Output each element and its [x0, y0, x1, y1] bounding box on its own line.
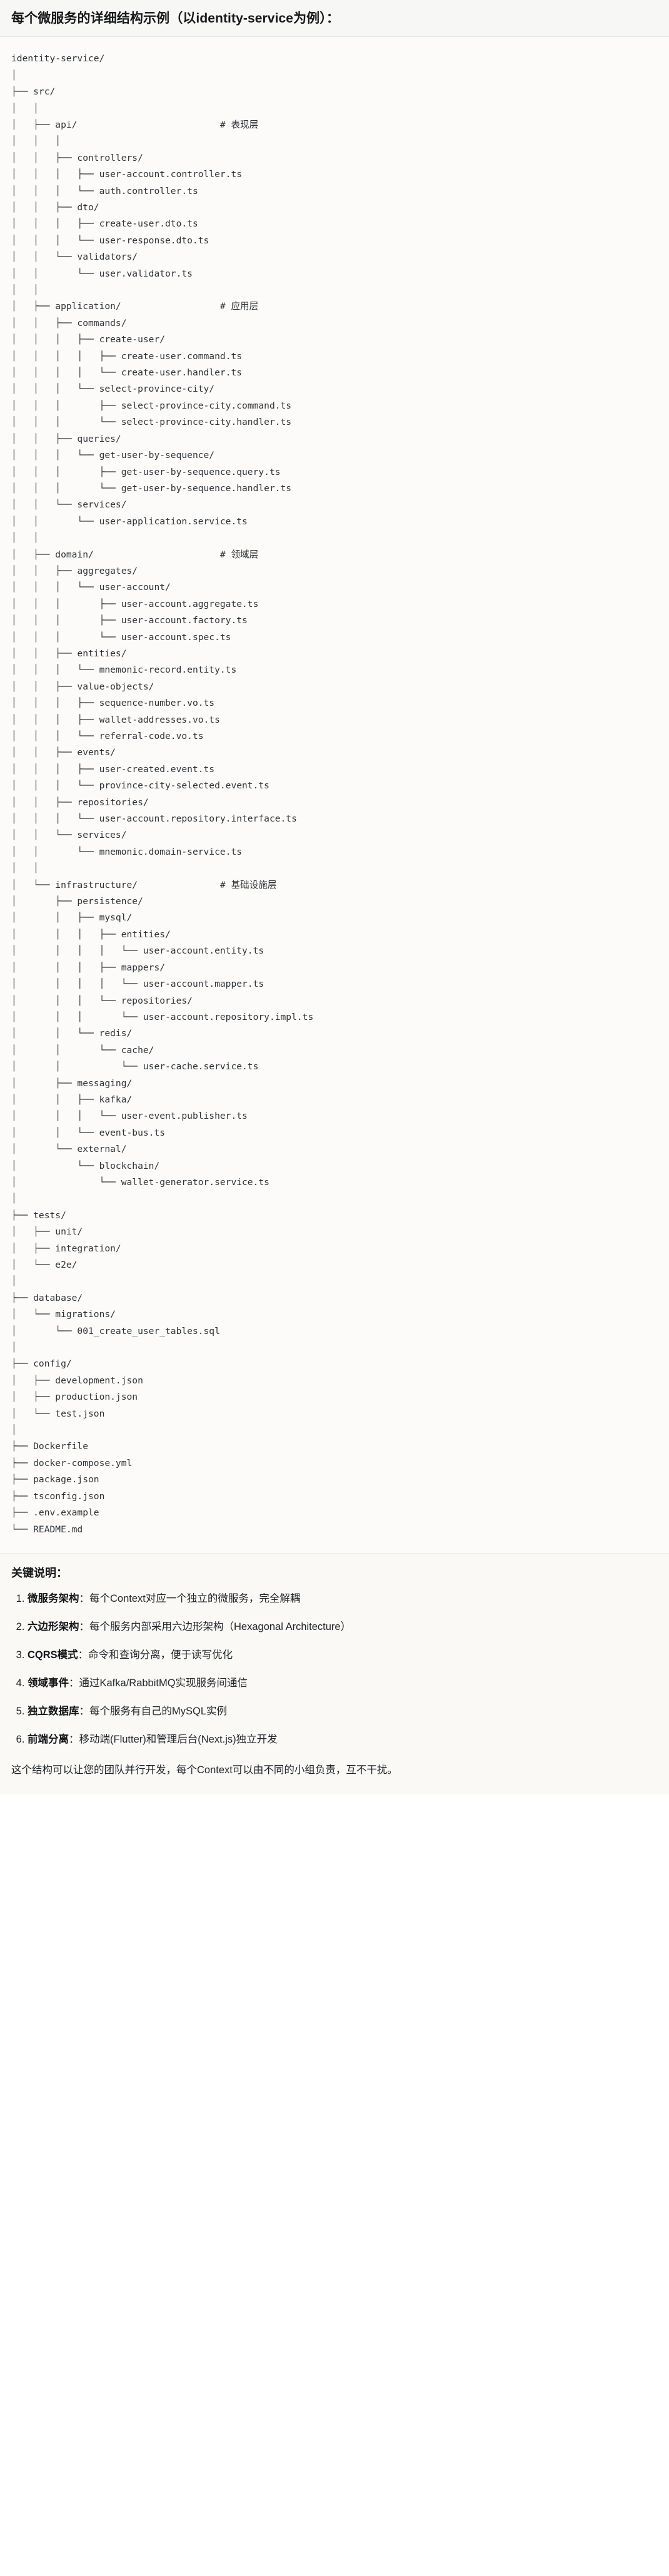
list-item: 微服务架构：每个Context对应一个独立的微服务，完全解耦 [28, 1592, 658, 1607]
note-separator: ： [78, 1649, 89, 1661]
note-description: 每个Context对应一个独立的微服务，完全解耦 [89, 1593, 301, 1605]
note-description: 命令和查询分离，便于读写优化 [88, 1649, 233, 1661]
directory-tree: identity-service/ │ ├── src/ │ │ │ ├── a… [11, 53, 314, 1535]
note-separator: ： [79, 1621, 90, 1633]
page-title: 每个微服务的详细结构示例（以identity-service为例）： [11, 11, 340, 26]
list-item: 领域事件：通过Kafka/RabbitMQ实现服务间通信 [28, 1676, 658, 1691]
note-term: 微服务架构 [28, 1593, 79, 1605]
list-item: CQRS模式：命令和查询分离，便于读写优化 [28, 1648, 658, 1663]
note-description: 移动端(Flutter)和管理后台(Next.js)独立开发 [79, 1733, 278, 1745]
note-term: 独立数据库 [28, 1705, 79, 1717]
list-item: 独立数据库：每个服务有自己的MySQL实例 [28, 1704, 658, 1719]
document-header: 每个微服务的详细结构示例（以identity-service为例）： [0, 0, 669, 38]
note-term: 六边形架构 [28, 1621, 79, 1633]
directory-tree-block: identity-service/ │ ├── src/ │ │ │ ├── a… [0, 37, 669, 1554]
note-separator: ： [69, 1733, 79, 1745]
note-separator: ： [79, 1705, 90, 1717]
key-notes-section: 关键说明： 微服务架构：每个Context对应一个独立的微服务，完全解耦 六边形… [0, 1553, 669, 1795]
list-item: 六边形架构：每个服务内部采用六边形架构（Hexagonal Architectu… [28, 1620, 658, 1635]
note-description: 通过Kafka/RabbitMQ实现服务间通信 [79, 1677, 248, 1689]
key-notes-list: 微服务架构：每个Context对应一个独立的微服务，完全解耦 六边形架构：每个服… [11, 1592, 658, 1748]
key-notes-title: 关键说明： [11, 1566, 68, 1579]
closing-paragraph: 这个结构可以让您的团队并行开发，每个Context可以由不同的小组负责，互不干扰… [11, 1764, 398, 1776]
note-term: 前端分离 [28, 1733, 69, 1745]
list-item: 前端分离：移动端(Flutter)和管理后台(Next.js)独立开发 [28, 1733, 658, 1748]
document-page: 每个微服务的详细结构示例（以identity-service为例）： ident… [0, 0, 669, 1795]
note-description: 每个服务内部采用六边形架构（Hexagonal Architecture） [89, 1621, 351, 1633]
note-term: CQRS模式 [28, 1649, 78, 1661]
note-description: 每个服务有自己的MySQL实例 [89, 1705, 228, 1717]
note-separator: ： [79, 1593, 90, 1605]
note-term: 领域事件 [28, 1677, 69, 1689]
note-separator: ： [69, 1677, 79, 1689]
